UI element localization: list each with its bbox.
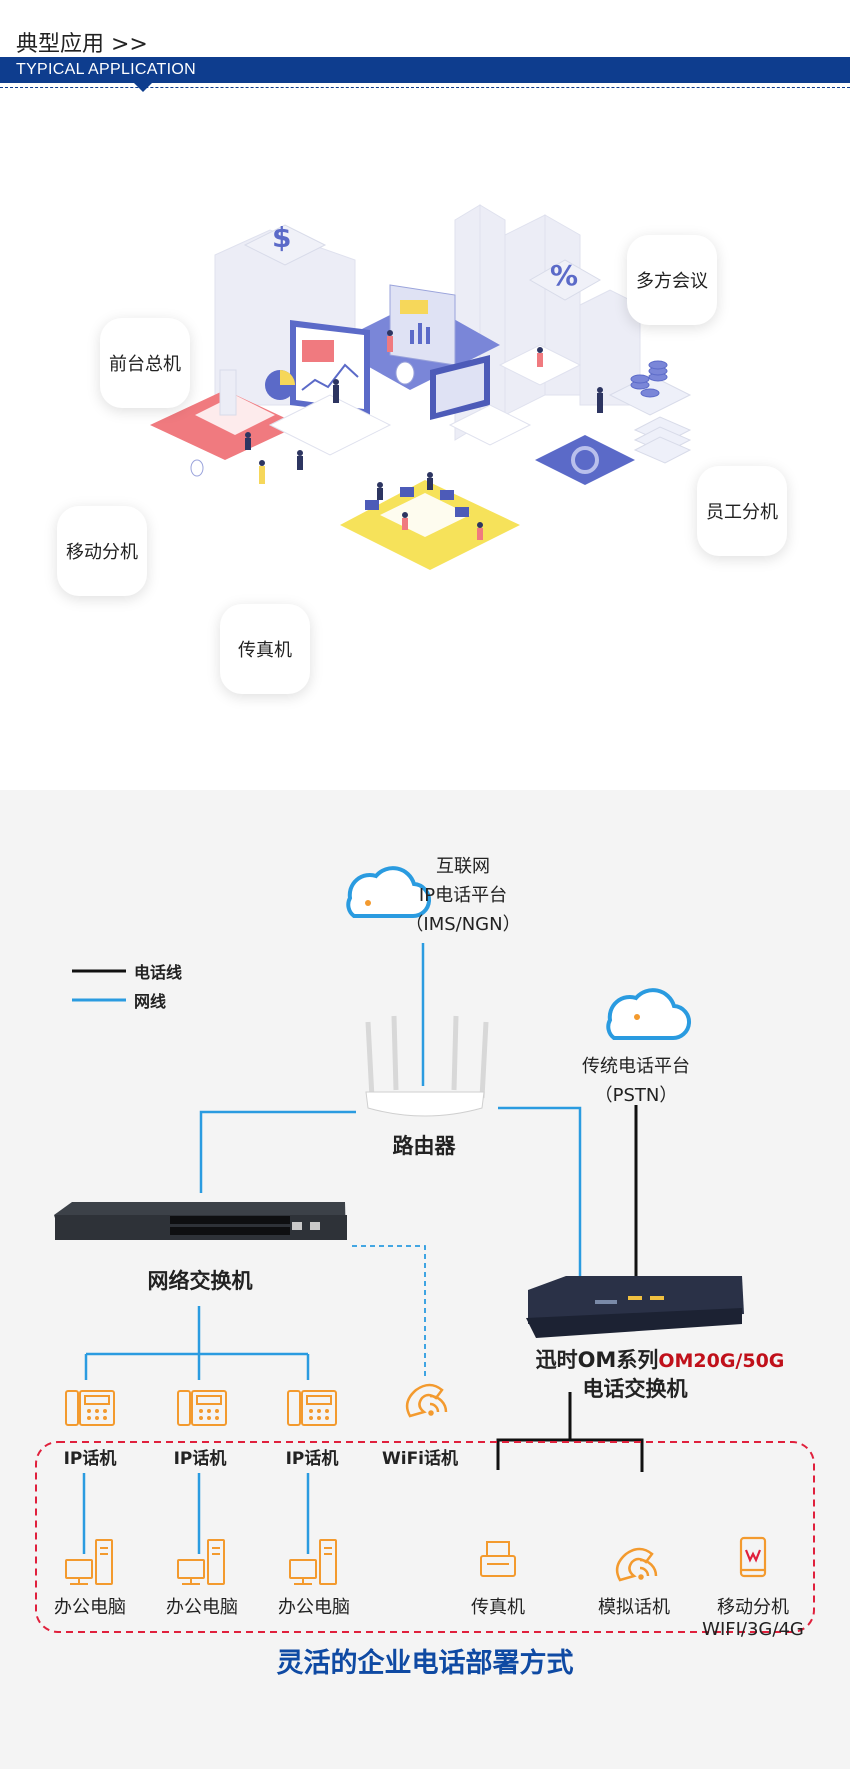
dollar-icon: $ (243, 221, 327, 266)
office-pc-label: 办公电脑 (54, 1597, 126, 1618)
analog-phone-label: 模拟话机 (598, 1597, 670, 1618)
router-label: 路由器 (392, 1134, 456, 1158)
ip-phone-icon (65, 1390, 115, 1426)
deployment-title: 灵活的企业电话部署方式 (276, 1648, 574, 1679)
gear-platform (535, 435, 635, 485)
section-title-bar (0, 57, 850, 83)
switch-label: 网络交换机 (147, 1269, 253, 1293)
cloud-internet-label-1: 互联网 (436, 856, 490, 877)
cloud-internet-icon (346, 866, 431, 919)
office-pc-label: 办公电脑 (166, 1597, 238, 1618)
ip-phone-label: IP话机 (173, 1449, 227, 1469)
mobile-ext-label: 移动分机 (717, 1597, 789, 1618)
ip-phone-icon (177, 1390, 227, 1426)
wifi-phone-label: WiFi话机 (381, 1449, 459, 1469)
office-pc-label: 办公电脑 (278, 1597, 350, 1618)
office-scene-art: $ % (150, 204, 692, 570)
bubble-reception: 前台总机 (100, 318, 190, 408)
network-diagram-lines (35, 866, 815, 1633)
pbx-label-line1: 迅时OM系列OM20G/50G (510, 1344, 810, 1374)
desktop-monitor (430, 355, 490, 420)
bubble-staff-ext: 员工分机 (697, 466, 787, 556)
office-pc-icon (289, 1539, 337, 1585)
bubble-fax: 传真机 (220, 604, 310, 694)
pbx-label-line2: 电话交换机 (582, 1377, 688, 1401)
analog-phone-icon (615, 1547, 658, 1582)
svg-text:%: % (550, 259, 578, 292)
server-stack-icon (633, 416, 692, 464)
fax-icon (480, 1541, 516, 1577)
ip-phone-icon (287, 1390, 337, 1426)
percent-icon: % (528, 259, 602, 301)
legend-network-line-label: 网线 (134, 992, 167, 1011)
bubble-conference: 多方会议 (627, 235, 717, 325)
svg-text:$: $ (272, 221, 291, 254)
network-diagram-section: 互联网 IP电话平台 （IMS/NGN） 传统电话平台 （PSTN） 电话线 网… (0, 790, 850, 1769)
robot-icon (190, 361, 415, 477)
isometric-office-illustration: $ % (0, 95, 850, 785)
network-switch-icon (54, 1202, 347, 1240)
pie-chart-icon (265, 370, 295, 400)
cloud-pstn-label-1: 传统电话平台 (582, 1056, 690, 1077)
wifi-phone-icon (405, 1383, 448, 1418)
pbx-device-icon (526, 1276, 744, 1338)
bubble-mobile-ext: 移动分机 (57, 506, 147, 596)
pbx-model-text: OM20G/50G (658, 1350, 785, 1372)
ip-phone-label: IP话机 (285, 1449, 339, 1469)
header-notch (134, 83, 152, 92)
cloud-pstn-label-2: （PSTN） (594, 1085, 678, 1106)
office-pc-icon (65, 1539, 113, 1585)
analytics-screen (290, 320, 370, 415)
deployment-box (35, 1441, 815, 1633)
mobile-phone-icon (739, 1536, 767, 1578)
meeting-platform (340, 480, 520, 570)
section-title: 典型应用 >> (16, 32, 148, 57)
legend-phone-line-label: 电话线 (134, 963, 183, 982)
mobile-ext-sub-label: WIFI/3G/4G (702, 1619, 804, 1640)
router-icon (365, 1015, 489, 1117)
office-pc-icon (177, 1539, 225, 1585)
pbx-series-text: 迅时OM系列 (535, 1348, 659, 1372)
tablet-chart (389, 284, 456, 366)
cloud-pstn-icon (606, 988, 691, 1041)
section-subtitle: TYPICAL APPLICATION (16, 61, 196, 78)
ip-phone-label: IP话机 (63, 1449, 117, 1469)
coins-icon (608, 360, 692, 416)
cloud-internet-label-3: （IMS/NGN） (405, 914, 521, 935)
fax-label: 传真机 (471, 1597, 525, 1618)
cloud-internet-label-2: IP电话平台 (418, 885, 508, 906)
header-divider (0, 87, 850, 88)
